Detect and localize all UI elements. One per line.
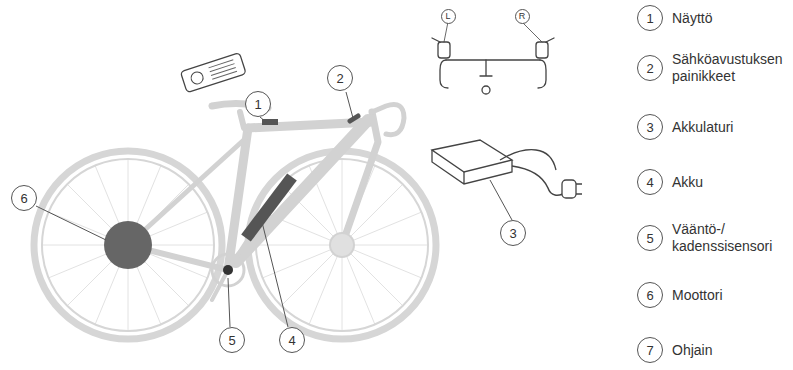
callout-number: 4 xyxy=(646,176,653,189)
callout-number: 3 xyxy=(646,121,653,134)
callout-circle: 2 xyxy=(327,65,353,91)
callout-circle: 1 xyxy=(637,5,663,31)
callout-circle: 7 xyxy=(637,337,663,363)
callout-circle: 5 xyxy=(637,225,663,251)
callout-number: 2 xyxy=(646,62,653,75)
callout-number: 2 xyxy=(336,72,343,85)
callout-number: 1 xyxy=(646,12,653,25)
callout-circle: 6 xyxy=(11,185,37,211)
callout-circle: 3 xyxy=(500,220,526,246)
callout-circle: 5 xyxy=(219,327,245,353)
battery-part xyxy=(246,177,292,238)
part-name: Sähköavustuksen painikkeet xyxy=(672,51,787,85)
assist-buttons xyxy=(350,116,358,121)
part-name: Ohjain xyxy=(672,342,787,359)
bike-frame xyxy=(128,103,404,300)
callout-circle: 4 xyxy=(637,169,663,195)
callout-number: 4 xyxy=(288,334,295,347)
part-name: Vääntö-/ kadenssisensori xyxy=(672,221,787,255)
battery-charger xyxy=(432,140,582,198)
callout-circle: 3 xyxy=(637,114,663,140)
callout-number: R xyxy=(519,12,526,21)
callout-number: 7 xyxy=(646,344,653,357)
callout-circle: L xyxy=(441,9,456,24)
callout-number: 5 xyxy=(228,334,235,347)
hub-motor xyxy=(104,221,152,269)
part-name: Moottori xyxy=(672,287,787,304)
part-name: Akku xyxy=(672,174,787,191)
callout-number: 1 xyxy=(254,98,261,111)
callout-number: 6 xyxy=(646,289,653,302)
leader-lines xyxy=(36,92,512,327)
display-part xyxy=(262,119,278,125)
callout-number: 6 xyxy=(20,192,27,205)
callout-circle: 6 xyxy=(637,282,663,308)
callout-number: L xyxy=(445,12,450,21)
callout-circle: 1 xyxy=(245,91,271,117)
callout-number: 5 xyxy=(646,232,653,245)
controller-remote xyxy=(180,53,246,93)
callout-number: 3 xyxy=(509,227,516,240)
part-name: Näyttö xyxy=(672,10,787,27)
callout-circle: 2 xyxy=(637,55,663,81)
part-name: Akkulaturi xyxy=(672,119,787,136)
torque-sensor xyxy=(223,265,233,275)
callout-circle: 4 xyxy=(279,327,305,353)
callout-circle: R xyxy=(515,9,530,24)
handlebar-view xyxy=(432,22,554,94)
